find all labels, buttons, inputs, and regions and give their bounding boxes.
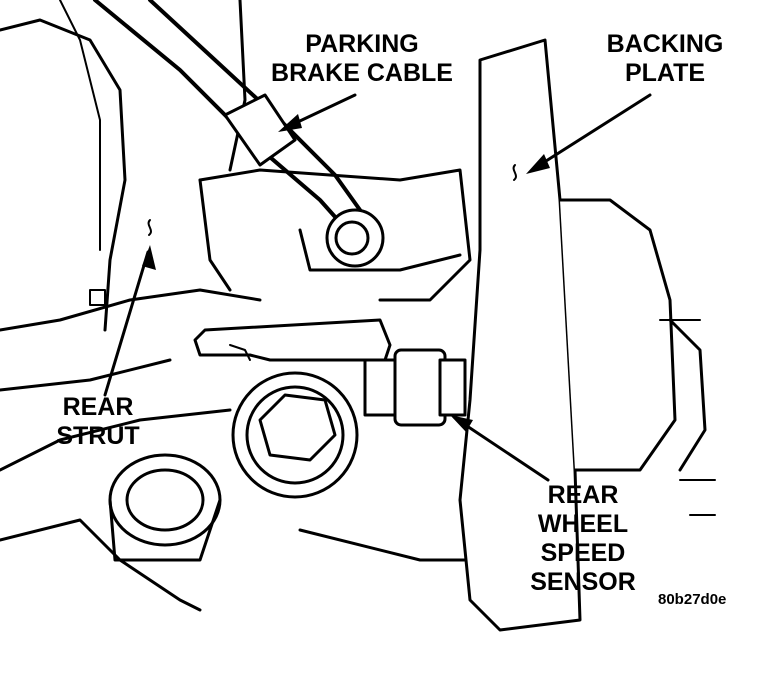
rear-wheel-speed-sensor-label: REAR WHEEL SPEED SENSOR [518, 481, 648, 597]
figure-code: 80b27d0e [658, 591, 727, 608]
wheel-speed-sensor [363, 348, 467, 427]
parking-brake-cable-label-line-2: BRAKE CABLE [271, 59, 453, 87]
rear-strut-label: REAR STRUT [38, 393, 158, 451]
rear-wheel-speed-sensor-label-line-4: SENSOR [530, 568, 636, 596]
body-structure [0, 0, 472, 612]
backing-plate-label-line-1: BACKING [606, 30, 724, 58]
knuckle [198, 168, 472, 302]
backing-plate-label-line-2: PLATE [624, 59, 706, 87]
rear-strut-label-line-1: REAR [62, 393, 134, 421]
hex-bolt [231, 371, 359, 499]
rear-strut-bushing [108, 453, 222, 562]
backing-plate-label: BACKING PLATE [595, 30, 735, 88]
backing-plate [458, 38, 716, 632]
arrow-rear-strut [103, 250, 150, 397]
rear-strut-label-line-2: STRUT [56, 422, 140, 450]
sensor-bracket [193, 318, 392, 362]
arrow-backing-plate [533, 93, 652, 170]
leader-arrows [103, 93, 652, 482]
arrow-rear-wheel-speed-sensor [456, 418, 550, 482]
parking-brake-cable-label-line-1: PARKING [305, 30, 419, 58]
rear-wheel-speed-sensor-label-line-2: WHEEL [537, 510, 629, 538]
rear-wheel-speed-sensor-label-line-1: REAR [547, 481, 619, 509]
parking-brake-cable [93, 0, 385, 268]
rear-wheel-speed-sensor-label-line-3: SPEED [540, 539, 626, 567]
parking-brake-cable-label: PARKING BRAKE CABLE [262, 30, 462, 88]
